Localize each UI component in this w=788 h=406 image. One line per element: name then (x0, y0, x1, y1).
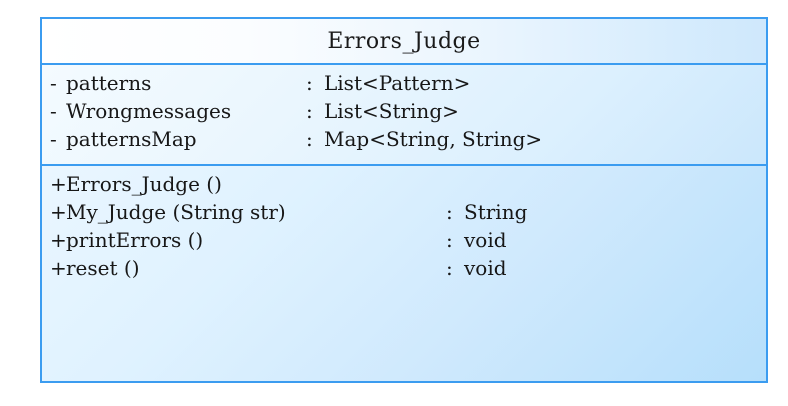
type-separator: : (306, 71, 313, 95)
attribute-type: List<String> (324, 99, 459, 123)
operation-row: + Errors_Judge () (42, 172, 766, 200)
type-separator: : (446, 256, 453, 280)
visibility-marker: + (50, 172, 67, 196)
attribute-row: - patternsMap : Map<String, String> (42, 127, 766, 155)
type-separator: : (306, 127, 313, 151)
operation-signature: printErrors () (66, 228, 204, 252)
class-name: Errors_Judge (327, 28, 481, 54)
visibility-marker: + (50, 228, 67, 252)
operation-return-type: String (464, 200, 528, 224)
uml-class-box[interactable]: Errors_Judge - patterns : List<Pattern> … (40, 17, 768, 383)
attributes-compartment: - patterns : List<Pattern> - Wrongmessag… (42, 65, 766, 166)
type-separator: : (446, 200, 453, 224)
operations-compartment: + Errors_Judge () + My_Judge (String str… (42, 166, 766, 381)
operation-row: + printErrors () : void (42, 228, 766, 256)
operation-signature: Errors_Judge () (66, 172, 222, 196)
operation-return-type: void (464, 228, 507, 252)
visibility-marker: - (50, 127, 57, 151)
type-separator: : (446, 228, 453, 252)
operation-row: + reset () : void (42, 256, 766, 284)
attribute-name: patternsMap (66, 127, 197, 151)
visibility-marker: - (50, 99, 57, 123)
operation-return-type: void (464, 256, 507, 280)
operation-signature: reset () (66, 256, 140, 280)
visibility-marker: + (50, 200, 67, 224)
attribute-row: - patterns : List<Pattern> (42, 71, 766, 99)
visibility-marker: - (50, 71, 57, 95)
attribute-name: patterns (66, 71, 152, 95)
operation-row: + My_Judge (String str) : String (42, 200, 766, 228)
attribute-type: Map<String, String> (324, 127, 543, 151)
attribute-name: Wrongmessages (66, 99, 232, 123)
attribute-type: List<Pattern> (324, 71, 471, 95)
operation-signature: My_Judge (String str) (66, 200, 286, 224)
visibility-marker: + (50, 256, 67, 280)
type-separator: : (306, 99, 313, 123)
attribute-row: - Wrongmessages : List<String> (42, 99, 766, 127)
class-header-compartment: Errors_Judge (42, 19, 766, 65)
